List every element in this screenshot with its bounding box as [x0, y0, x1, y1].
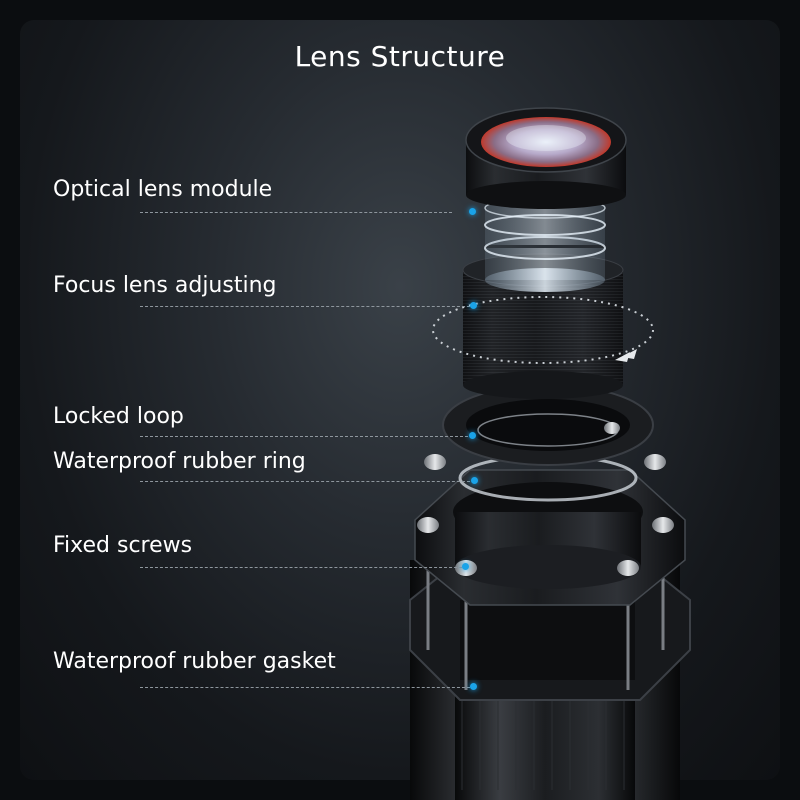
marker-dot-waterproof-rubber-ring [471, 477, 478, 484]
label-focus-lens-adjusting: Focus lens adjusting [53, 273, 277, 298]
label-optical-lens-module: Optical lens module [53, 177, 273, 202]
leader-line-focus-lens-adjusting [140, 306, 470, 307]
label-waterproof-rubber-gasket: Waterproof rubber gasket [53, 649, 336, 674]
marker-dot-locked-loop [469, 432, 476, 439]
leader-line-waterproof-rubber-ring [140, 481, 470, 482]
leader-line-waterproof-rubber-gasket [140, 687, 470, 688]
marker-dot-waterproof-rubber-gasket [470, 683, 477, 690]
leader-line-fixed-screws [140, 567, 462, 568]
diagram-title: Lens Structure [294, 40, 506, 73]
leader-line-optical-lens-module [140, 212, 452, 213]
marker-dot-optical-lens-module [469, 208, 476, 215]
label-fixed-screws: Fixed screws [53, 533, 193, 558]
label-locked-loop: Locked loop [53, 404, 184, 429]
leader-line-locked-loop [140, 436, 468, 437]
rotation-arrow-icon [615, 349, 637, 362]
label-waterproof-rubber-ring: Waterproof rubber ring [53, 449, 306, 474]
marker-dot-fixed-screws [462, 563, 469, 570]
marker-dot-focus-lens-adjusting [470, 302, 477, 309]
